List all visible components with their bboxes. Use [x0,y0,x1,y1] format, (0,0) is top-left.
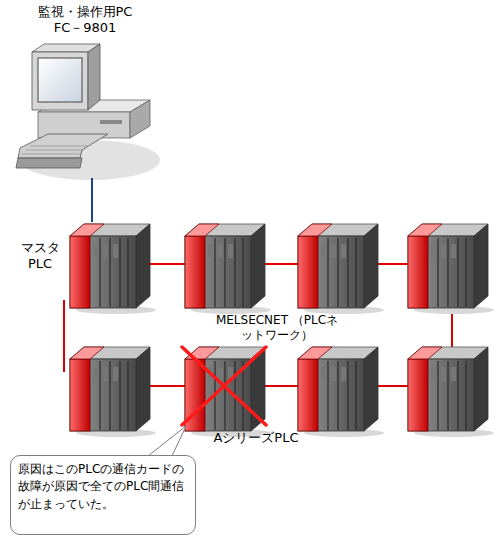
pc-node: 監視・操作用PC FC－9801 [10,0,160,178]
a-series-plc-node: AシリーズPLC [178,340,334,452]
node-text: マスタ PLC [16,240,64,273]
network-cable [91,178,93,222]
callout-box: 原因はこのPLCの通信カードの故障が原因で全てのPLC間通信が止まっていた。 [10,455,196,535]
network-label: MELSECNET （PLCネットワーク） [213,313,341,343]
node-text: AシリーズPLC [182,430,330,446]
node-text: 監視・操作用PC FC－9801 [32,4,138,37]
master-plc-node: マスタ PLC [14,222,156,314]
node-text: 原因はこのPLCの通信カードの故障が原因で全てのPLC間通信が止まっていた。 [11,456,195,518]
